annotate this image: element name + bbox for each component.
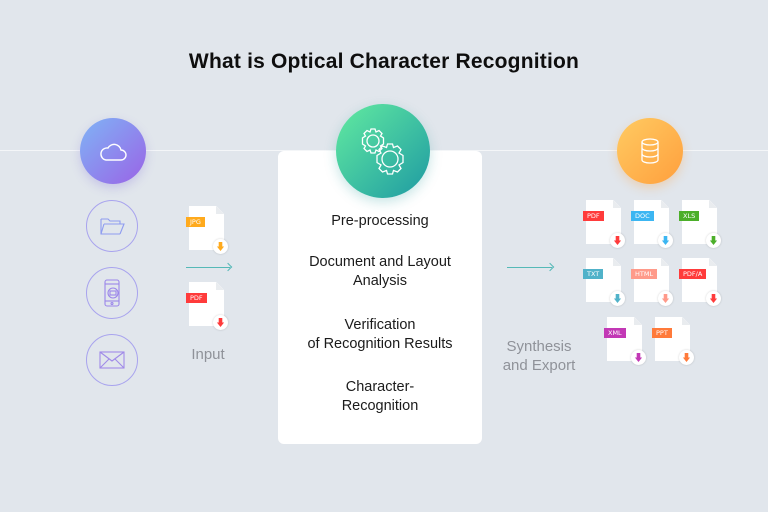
- input-label: Input: [191, 346, 225, 363]
- output-file-pdf-a: PDF/A: [679, 258, 722, 310]
- download-icon: [213, 239, 228, 254]
- database-badge: [617, 118, 683, 184]
- process-badge: [336, 104, 430, 198]
- step-character-recognition: Character- Recognition: [341, 379, 419, 414]
- file-type-tag: PPT: [652, 328, 672, 338]
- download-icon: [679, 350, 694, 365]
- page-title: What is Optical Character Recognition: [188, 50, 580, 73]
- folder-icon: [100, 218, 125, 235]
- mobile-icon: [104, 279, 120, 307]
- file-type-tag: TXT: [583, 269, 604, 279]
- cloud-source: [80, 118, 146, 184]
- file-type-tag: HTML: [631, 269, 658, 279]
- input-arrow: [186, 267, 230, 268]
- file-type-tag: XLS: [679, 211, 700, 221]
- folder-source: [86, 200, 138, 252]
- step-verification: Verification of Recognition Results: [307, 317, 453, 352]
- download-icon: [658, 291, 673, 306]
- output-file-ppt: PPT: [652, 317, 695, 369]
- gears-icon: [361, 128, 404, 175]
- mobile-source: [86, 267, 138, 319]
- synthesis-label: Synthesis and Export: [502, 338, 576, 374]
- file-type-tag: DOC: [631, 211, 654, 221]
- download-icon: [213, 315, 228, 330]
- mail-icon: [99, 351, 125, 369]
- download-icon: [658, 233, 673, 248]
- file-type-tag: PDF/A: [679, 269, 707, 279]
- process-card: [278, 151, 482, 444]
- download-icon: [706, 291, 721, 306]
- step-layout-analysis: Document and Layout Analysis: [309, 254, 451, 289]
- download-icon: [631, 350, 646, 365]
- mail-source: [86, 334, 138, 386]
- output-file-pdf: PDF: [583, 200, 626, 252]
- output-file-txt: TXT: [583, 258, 626, 310]
- output-file-html: HTML: [631, 258, 674, 310]
- output-arrow: [507, 267, 552, 268]
- database-icon: [641, 138, 659, 164]
- output-file-xls: XLS: [679, 200, 722, 252]
- file-type-tag: PDF: [186, 293, 207, 303]
- input-file-jpg: JPG: [186, 206, 229, 258]
- file-type-tag: JPG: [186, 217, 205, 227]
- file-type-tag: PDF: [583, 211, 604, 221]
- download-icon: [610, 291, 625, 306]
- cloud-icon: [100, 143, 127, 161]
- output-file-doc: DOC: [631, 200, 674, 252]
- download-icon: [610, 233, 625, 248]
- step-preprocessing: Pre-processing: [331, 213, 429, 229]
- output-file-xml: XML: [604, 317, 647, 369]
- file-type-tag: XML: [604, 328, 626, 338]
- download-icon: [706, 233, 721, 248]
- input-file-pdf: PDF: [186, 282, 229, 334]
